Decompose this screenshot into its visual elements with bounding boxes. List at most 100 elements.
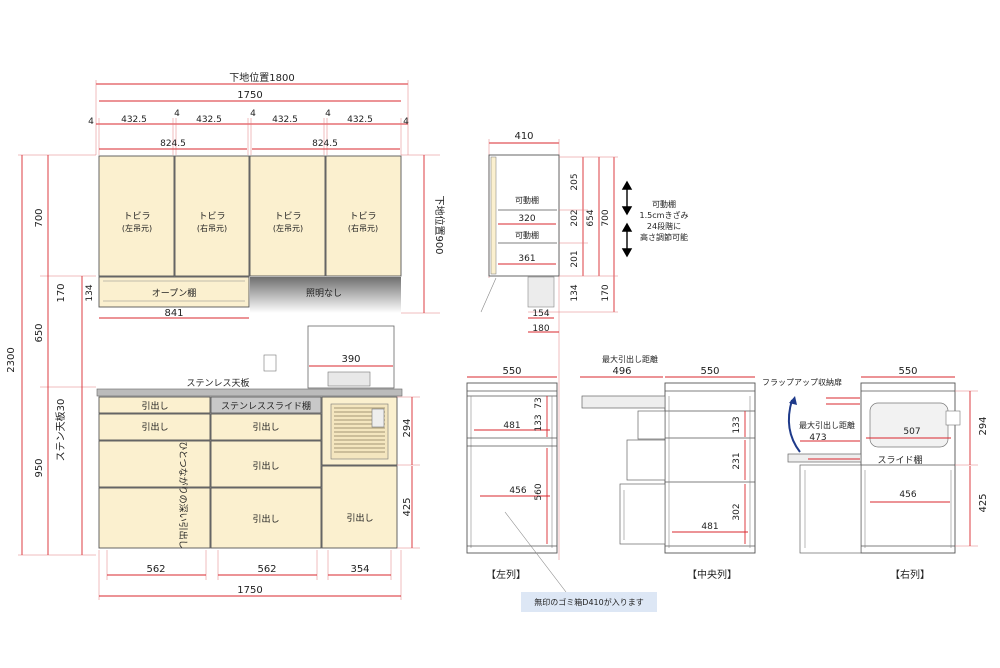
gap-label: 4 (174, 109, 180, 119)
left-73-label: 73 (534, 397, 544, 408)
no-light-label: 照明なし (306, 288, 342, 299)
door-4-hinge: (右吊元) (348, 223, 378, 233)
open-shelf-height-label: 170 (56, 283, 67, 302)
max-pull-label: 最大引出し距離 (602, 354, 658, 364)
drawer-left-2 (98, 413, 211, 441)
door-3-label: トビラ (274, 211, 301, 222)
door-3 (249, 155, 326, 277)
w154-label: 154 (532, 309, 549, 319)
drawer-label: 引出し (141, 421, 168, 433)
left-133-label: 133 (534, 414, 544, 431)
trash-note: 無印のゴミ箱D410が入ります (534, 597, 643, 607)
drawer-center-1 (210, 413, 322, 441)
side-depth-label: 410 (514, 131, 533, 142)
left-481-label: 481 (503, 421, 520, 431)
right-425-label: 425 (978, 493, 989, 512)
drawer-left-1 (98, 396, 211, 414)
door-2 (174, 155, 250, 277)
door-3-hinge: (左吊元) (273, 223, 303, 233)
underframe-900-label: 下地位置900 (433, 195, 446, 254)
top-plate-label: ステン天板30 (54, 399, 67, 462)
center-column-section: 最大引出し距離 496 550 133 231 302 481 【中央列】 (580, 354, 756, 581)
top-dimensions: 下地位置1800 1750 4 432.5 4 432.5 4 432.5 4 … (88, 71, 409, 155)
center-496-label: 496 (612, 366, 631, 377)
middle-height-label: 650 (34, 323, 45, 342)
overall-1800-label: 下地位置1800 (229, 71, 294, 84)
center-depth-label: 550 (700, 366, 719, 377)
left-560-label: 560 (534, 483, 544, 500)
slide-shelf (210, 396, 322, 414)
slide-shelf-right-label: スライド棚 (877, 454, 922, 466)
d320-label: 320 (518, 214, 535, 224)
gap-label: 4 (250, 109, 256, 119)
door-width-label: 432.5 (272, 115, 298, 125)
total-height-label: 2300 (6, 347, 17, 372)
trash-callout: 無印のゴミ箱D410が入ります (521, 592, 657, 612)
h700-label: 700 (601, 209, 611, 226)
left-depth-label: 550 (502, 366, 521, 377)
h170-label: 170 (601, 284, 611, 301)
h654-label: 654 (586, 209, 596, 226)
gap-label: 4 (88, 117, 94, 127)
h202-label: 202 (570, 209, 580, 226)
drawer-label: 引出し (141, 400, 168, 412)
h205-label: 205 (570, 173, 580, 190)
left-456-label: 456 (509, 486, 526, 496)
movable-shelf-label: 可動棚 (515, 230, 539, 240)
drawer-right-bottom (321, 465, 398, 549)
vertical-drawer-label: ひとつながりの深い引出し (177, 441, 189, 548)
right-456-label: 456 (899, 490, 916, 500)
width-562-label: 562 (146, 564, 165, 575)
center-481-label: 481 (701, 522, 718, 532)
slide-shelf-label: ステンレススライド棚 (221, 400, 311, 412)
door-4-label: トビラ (349, 211, 376, 222)
center-section-label: 【中央列】 (687, 568, 737, 581)
left-column-section: 550 481 456 73 133 560 【左列】 (466, 366, 567, 593)
w180-label: 180 (532, 324, 549, 334)
drawer-center-2 (210, 440, 322, 488)
drawer-label: 引出し (252, 513, 279, 525)
open-shelf-134-label: 134 (85, 284, 95, 301)
door-width-label: 432.5 (347, 115, 373, 125)
drawer-label: 引出し (346, 512, 373, 524)
left-vertical-dimensions: 2300 700 650 950 ステン天板30 170 134 (6, 154, 96, 556)
center-231-label: 231 (732, 452, 742, 469)
stainless-counter (96, 388, 403, 397)
right-column-section: フラップアップ収納扉 550 最大引出し距離 473 スライド棚 507 456 (762, 366, 989, 581)
max-pull-right-label: 最大引出し距離 (799, 420, 855, 430)
movable-shelf-label: 可動棚 (515, 195, 539, 205)
gap-label: 4 (403, 117, 409, 127)
pair-width-label: 824.5 (160, 139, 186, 149)
door-1-label: トビラ (123, 211, 150, 222)
overall-1750-label: 1750 (237, 90, 262, 101)
right-294-label: 294 (978, 416, 989, 435)
h201-label: 201 (570, 250, 580, 267)
shelf-note-2: 1.5cmきざみ (640, 210, 689, 220)
base-294-label: 294 (402, 418, 413, 437)
door-1-hinge: (左吊元) (122, 223, 152, 233)
width-562-label: 562 (257, 564, 276, 575)
right-507-label: 507 (903, 427, 920, 437)
gap-label: 4 (325, 109, 331, 119)
door-4 (325, 155, 402, 277)
no-light-area (250, 277, 401, 313)
door-2-hinge: (右吊元) (197, 223, 227, 233)
h134-label: 134 (570, 284, 580, 301)
right-depth-label: 550 (898, 366, 917, 377)
outlet (263, 354, 277, 372)
upper-side-box (488, 154, 560, 277)
drawer-center-3 (210, 487, 322, 549)
open-shelf-width-label: 841 (164, 308, 183, 319)
shelf-note-1: 可動棚 (652, 199, 676, 209)
base-425-label: 425 (402, 497, 413, 516)
open-shelf-label: オープン棚 (152, 287, 196, 299)
side-view-upper: 410 可動棚 可動棚 320 361 205 202 201 654 700 … (480, 131, 689, 560)
flap-label: フラップアップ収納扉 (762, 377, 842, 387)
center-302-label: 302 (732, 503, 742, 520)
open-shelf (98, 276, 250, 308)
drawer-label: 引出し (252, 460, 279, 472)
right-section-label: 【右列】 (890, 568, 930, 581)
hood-width-label: 390 (341, 354, 360, 365)
base-cabinets: 390 ステンレス天板 引出し 引出し ひとつながりの深い引出し ステンレススラ… (96, 325, 420, 600)
